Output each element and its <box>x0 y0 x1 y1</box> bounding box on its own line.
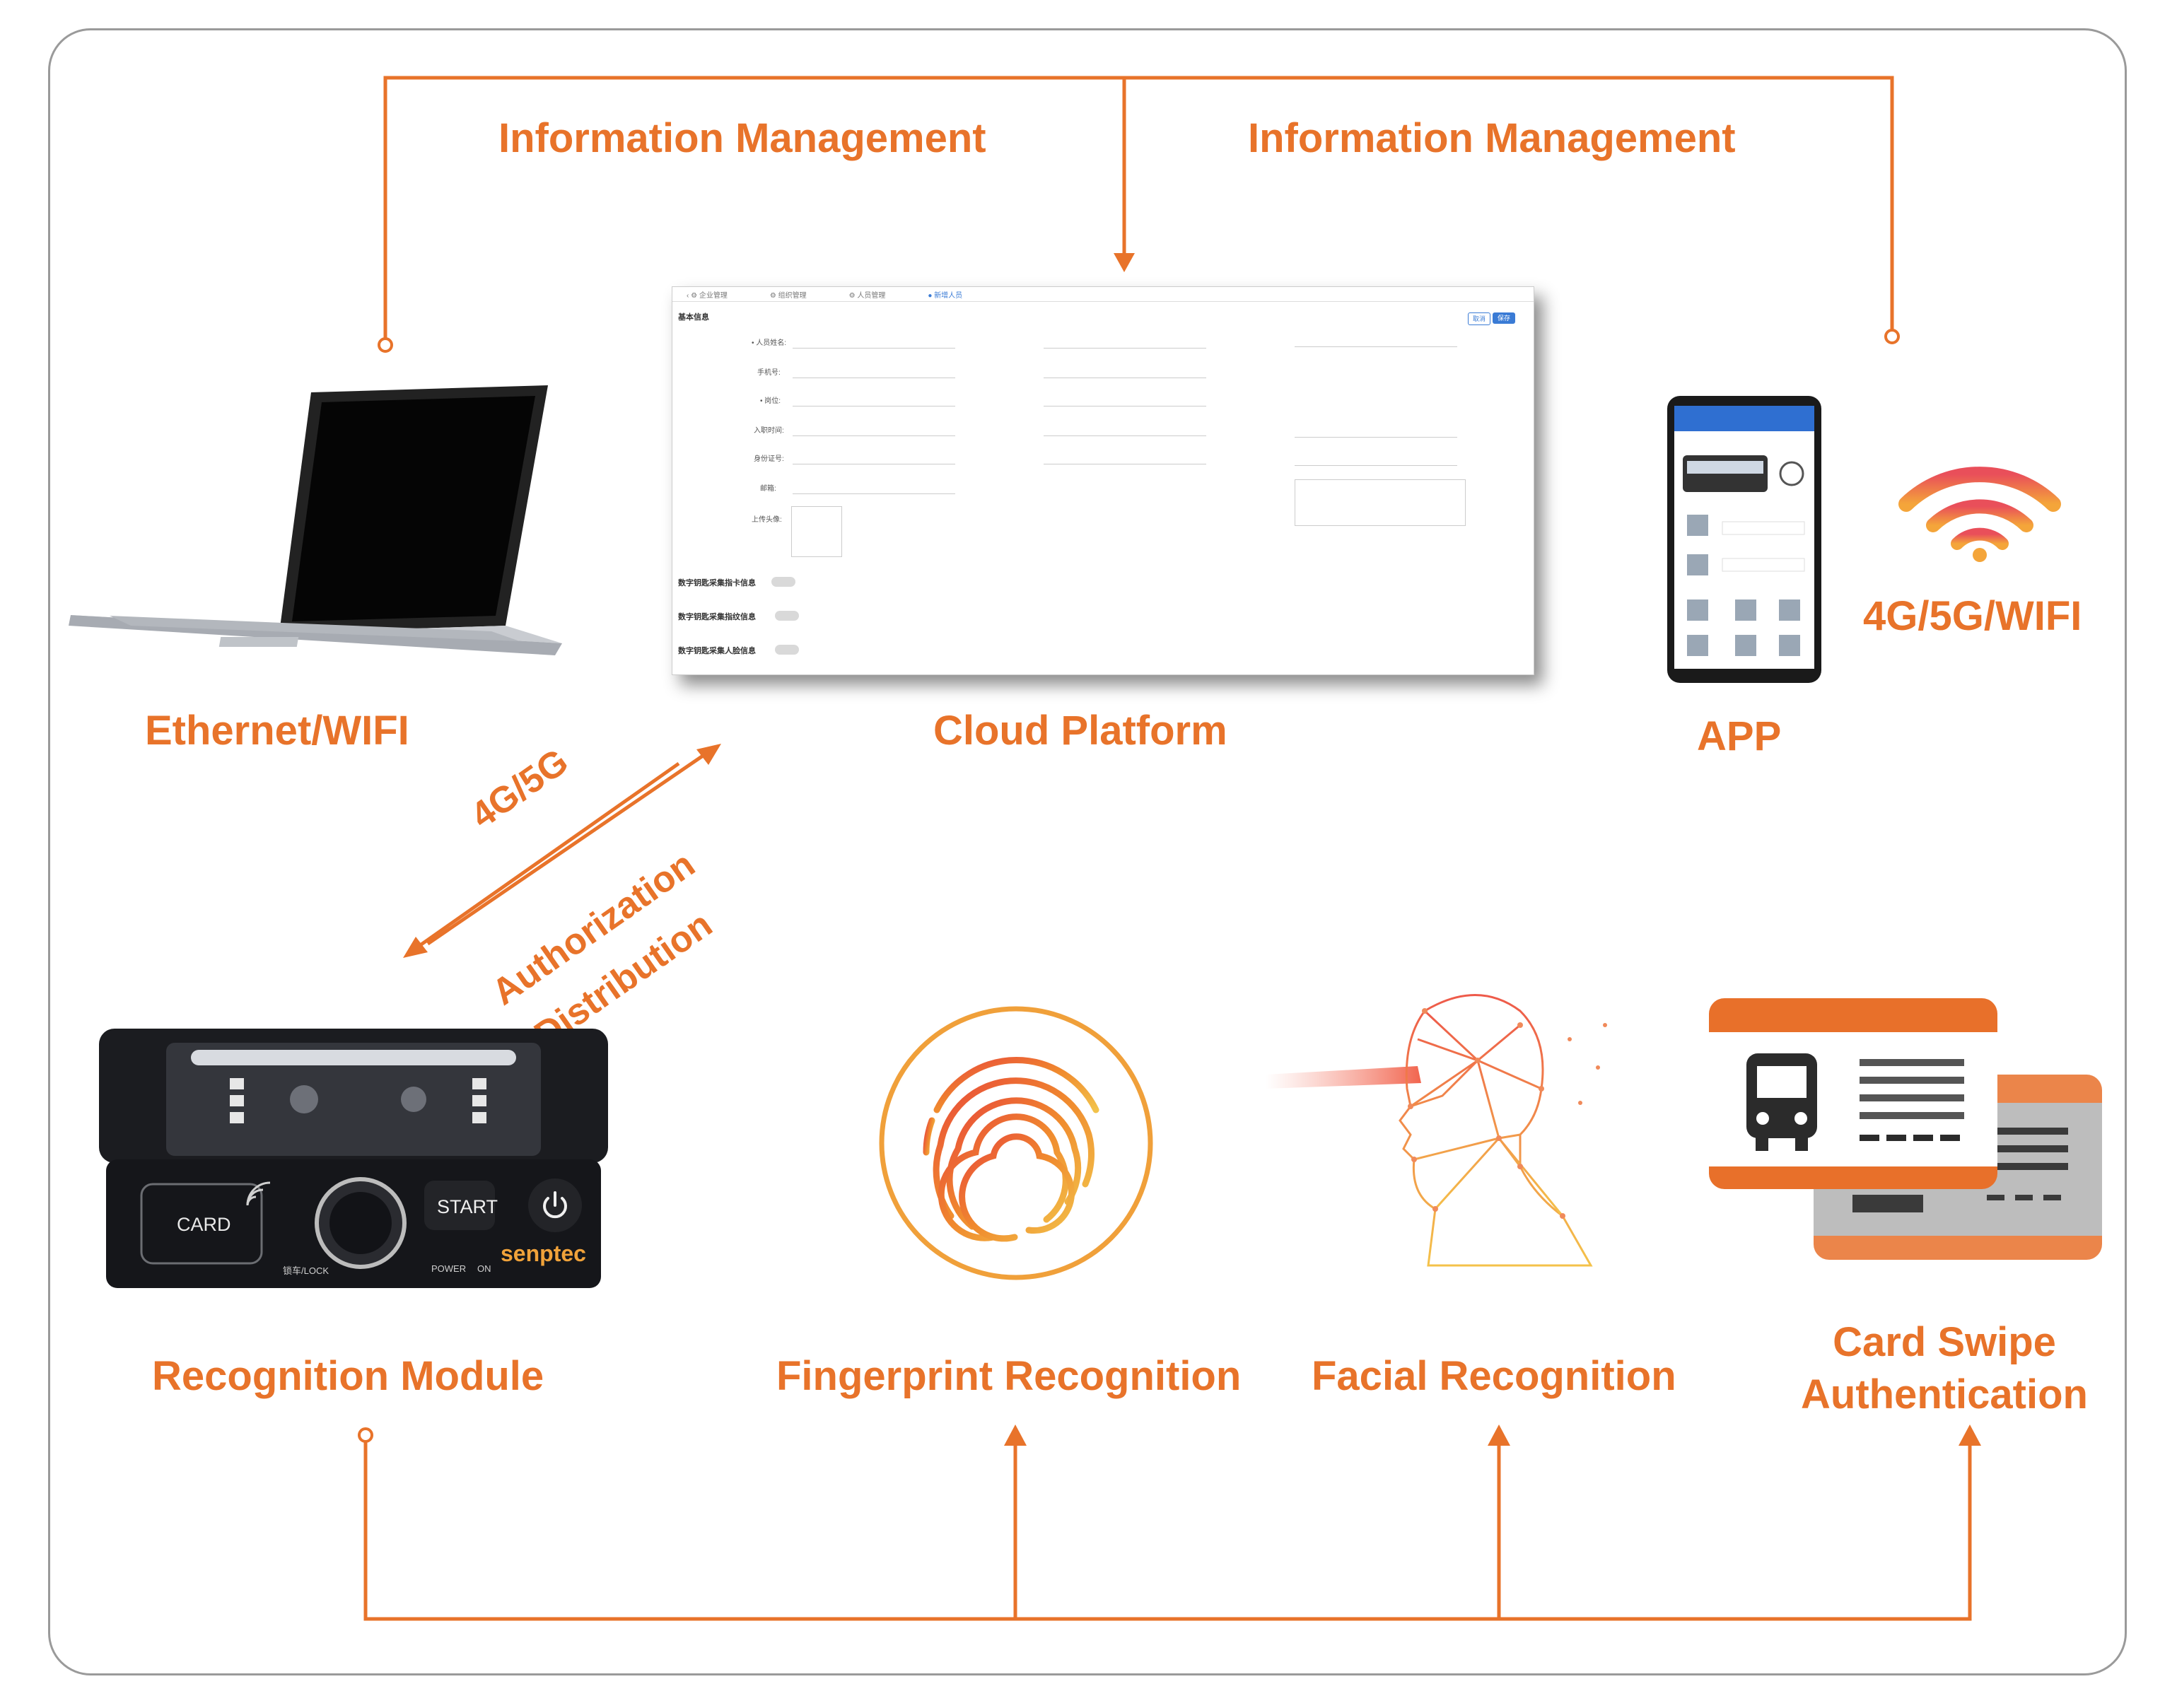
power-icon <box>543 1191 567 1219</box>
ethernet-wifi-label: Ethernet/WIFI <box>145 708 409 754</box>
downlink-arrowhead <box>403 937 428 958</box>
screenshot-section-basic: 基本信息 <box>678 313 709 322</box>
lock-label: 锁车/LOCK <box>283 1265 329 1276</box>
fingerprint-arrowhead <box>1004 1425 1027 1446</box>
uplink-arrowhead <box>696 744 721 765</box>
top-arrowhead <box>1114 253 1135 272</box>
bus-icon <box>1746 1053 1817 1151</box>
screenshot-cancel: 取消 <box>1468 312 1490 325</box>
wifi-label: 4G/5G/WIFI <box>1863 593 2082 639</box>
fingerprint-icon <box>879 1006 1153 1280</box>
card-wave-icon <box>246 1181 271 1206</box>
recognition-module-device: CARD START 锁车/LOCK POWER ON senptec <box>99 1029 608 1290</box>
smartphone-icon <box>1667 396 1821 683</box>
module-endpoint <box>358 1427 373 1443</box>
device-brand: senptec <box>501 1241 586 1266</box>
app-label: APP <box>1697 713 1782 759</box>
bottom-connector <box>363 1439 1972 1621</box>
top-connector <box>383 76 1894 341</box>
downlink-arrow <box>416 761 680 949</box>
fingerprint-label: Fingerprint Recognition <box>776 1353 1242 1399</box>
power-led-label: POWER <box>431 1263 467 1274</box>
card-button-label: CARD <box>177 1214 231 1235</box>
cloud-platform-label: Cloud Platform <box>933 708 1227 754</box>
screenshot-save: 保存 <box>1493 312 1515 324</box>
on-led-label: ON <box>477 1263 491 1274</box>
info-management-left-label: Information Management <box>498 115 986 161</box>
facial-arrowhead <box>1488 1425 1510 1446</box>
card-swipe-icon <box>1709 998 2102 1260</box>
recognition-module-label: Recognition Module <box>152 1353 544 1399</box>
cloud-platform-screenshot: ‹ ⚙ 企业管理⚙ 组织管理⚙ 人员管理● 新增人员 取消 保存 基本信息 • … <box>672 286 1534 675</box>
card-swipe-label: Card Swipe Authentication <box>1782 1316 2107 1421</box>
start-button-label: START <box>437 1196 498 1217</box>
uplink-arrow <box>426 751 708 946</box>
card-arrowhead <box>1959 1425 1981 1446</box>
card-swipe-label-line1: Card Swipe <box>1833 1319 2056 1365</box>
screenshot-tabs: ‹ ⚙ 企业管理⚙ 组织管理⚙ 人员管理● 新增人员 <box>672 287 1534 302</box>
laptop-endpoint <box>378 337 393 353</box>
info-management-right-label: Information Management <box>1248 115 1736 161</box>
facial-recognition-label: Facial Recognition <box>1312 1353 1676 1399</box>
laptop-icon <box>69 385 562 655</box>
card-swipe-label-line2: Authentication <box>1801 1371 2088 1417</box>
app-endpoint <box>1884 329 1900 344</box>
wifi-icon <box>1898 467 2061 562</box>
face-scan-icon <box>1266 994 1607 1267</box>
